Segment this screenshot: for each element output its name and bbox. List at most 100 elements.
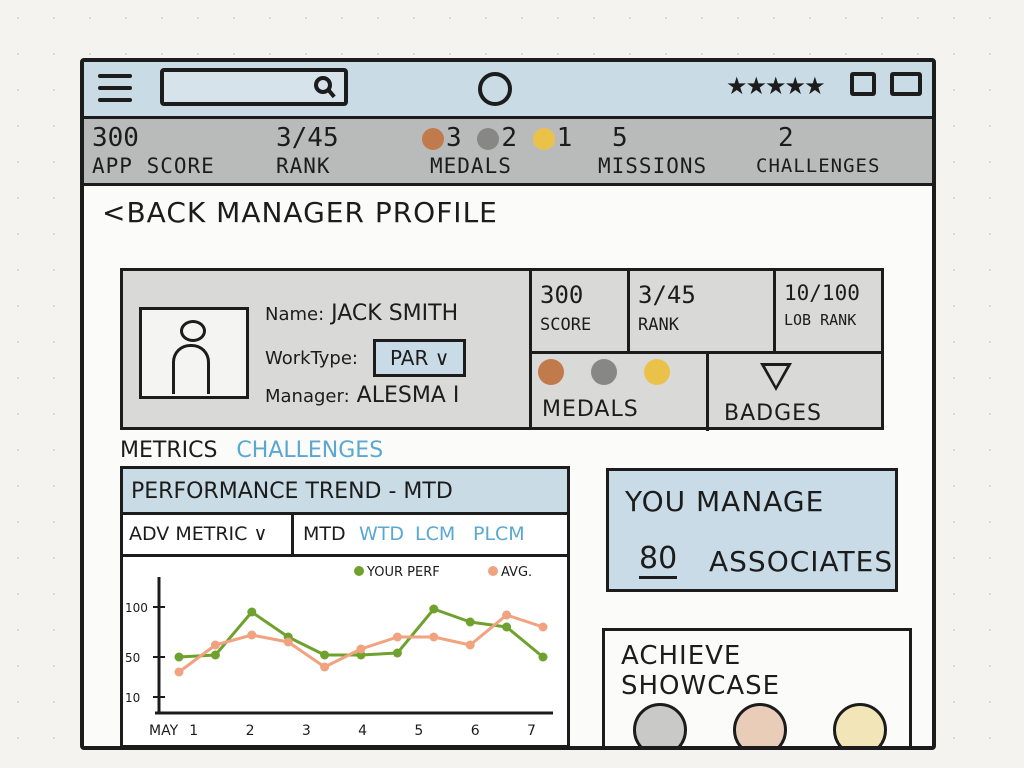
divider [291, 515, 294, 555]
data-point [502, 610, 512, 620]
bronze-medal-icon [422, 127, 444, 150]
search-input[interactable] [172, 72, 316, 102]
name-label: Name: [265, 304, 325, 325]
top-bar: ★★★★★ [84, 62, 932, 119]
profile-manager: ALESMA I [356, 383, 460, 408]
stat-value: 300 [92, 123, 139, 153]
performance-controls: ADV METRIC ∨ MTD WTD LCM PLCM [123, 515, 567, 557]
divider [706, 351, 709, 431]
lob-rank-cell: 10/100 LOB RANK [776, 271, 884, 351]
period-plcm[interactable]: PLCM [473, 523, 525, 545]
medals-row[interactable] [538, 359, 692, 385]
data-point [320, 650, 330, 660]
y-tick-label: 10 [125, 691, 140, 705]
worktype-select[interactable]: PAR ∨ [373, 339, 467, 377]
performance-trend-panel: PERFORMANCE TREND - MTD ADV METRIC ∨ MTD… [120, 466, 570, 746]
profile-manager-row: Manager: ALESMA I [265, 383, 459, 408]
search-icon[interactable] [314, 76, 332, 94]
x-tick-label: 2 [246, 723, 255, 739]
hamburger-menu-icon[interactable] [98, 74, 132, 102]
minimize-window-icon[interactable] [850, 72, 876, 96]
stat-value: 5 [612, 123, 628, 153]
data-point [210, 650, 220, 660]
manage-summary-card: YOU MANAGE 80 ASSOCIATES [606, 468, 898, 592]
data-point [247, 607, 257, 617]
silver-medal-icon [477, 127, 500, 150]
data-point [465, 640, 475, 650]
score-value: 300 [540, 281, 584, 309]
badge-icon[interactable] [760, 363, 792, 391]
data-point [174, 652, 184, 662]
data-point [247, 630, 257, 640]
achievement-icon[interactable] [633, 703, 687, 746]
stat-missions: 5 MISSIONS [598, 123, 707, 179]
stat-label: APP SCORE [92, 154, 215, 178]
bronze-medal-icon [538, 359, 564, 385]
period-wtd[interactable]: WTD [359, 523, 405, 545]
data-point [174, 667, 184, 677]
data-point [538, 622, 548, 632]
data-point [392, 632, 402, 642]
rank-label: RANK [638, 315, 679, 335]
gold-medal-icon [532, 127, 555, 150]
search-box[interactable] [160, 68, 348, 106]
stat-label: CHALLENGES [756, 155, 881, 177]
worktype-label: WorkType: [265, 348, 358, 369]
avatar-body-icon [172, 344, 210, 394]
period-lcm[interactable]: LCM [415, 523, 456, 545]
achievement-icon[interactable] [733, 703, 787, 746]
stats-bar: 300 APP SCORE 3/45 RANK 3 2 1 MEDALS 5 M… [84, 119, 932, 186]
performance-title: PERFORMANCE TREND - MTD [123, 469, 567, 515]
logo-icon [478, 72, 512, 106]
manage-label: YOU MANAGE [625, 485, 825, 518]
stat-rank: 3/45 RANK [276, 123, 339, 179]
avatar-head-icon [180, 320, 206, 342]
gold-medal-icon [644, 359, 671, 385]
x-tick-label: 4 [358, 723, 367, 739]
associates-count[interactable]: 80 [639, 541, 678, 579]
showcase-title: ACHIEVE SHOWCASE [621, 641, 781, 701]
maximize-window-icon[interactable] [890, 72, 922, 96]
avatar [139, 307, 249, 399]
app-window: ★★★★★ 300 APP SCORE 3/45 RANK 3 2 1 MEDA… [80, 58, 936, 750]
medals-label: MEDALS [542, 397, 639, 422]
achievement-icon[interactable] [833, 703, 887, 746]
silver-medal-icon [591, 359, 618, 385]
x-tick-label: 7 [527, 723, 536, 739]
profile-worktype-row: WorkType: PAR ∨ [265, 339, 467, 377]
lob-rank-label: LOB RANK [784, 311, 857, 329]
metric-select[interactable]: ADV METRIC ∨ [129, 523, 268, 545]
associates-label: ASSOCIATES [709, 545, 894, 578]
data-point [429, 604, 439, 614]
x-tick-label: 5 [414, 723, 423, 739]
back-link[interactable]: <BACK [102, 196, 207, 229]
stat-app-score: 300 APP SCORE [92, 123, 215, 179]
lob-rank-value: 10/100 [784, 281, 860, 305]
period-mtd[interactable]: MTD [303, 523, 346, 545]
scores-panel: 300 SCORE 3/45 RANK 10/100 LOB RANK MEDA… [532, 268, 884, 431]
data-point [392, 648, 402, 658]
page-title: MANAGER PROFILE [216, 196, 498, 229]
tab-challenges[interactable]: CHALLENGES [236, 438, 384, 463]
stat-challenges: 2 CHALLENGES [756, 123, 880, 179]
stat-medals: 3 2 1 MEDALS [422, 123, 572, 179]
stat-value: 2 [778, 123, 794, 153]
stat-label: MISSIONS [598, 154, 708, 178]
score-label: SCORE [540, 315, 592, 335]
stat-label: RANK [276, 154, 331, 178]
data-point [538, 652, 548, 662]
x-tick-label: 3 [302, 723, 311, 739]
score-cell: 300 SCORE [532, 271, 630, 351]
stat-label: MEDALS [430, 154, 512, 178]
legend-label: AVG. [501, 565, 532, 580]
breadcrumb: <BACK MANAGER PROFILE [102, 196, 498, 229]
tab-metrics[interactable]: METRICS [120, 438, 218, 463]
legend-label: YOUR PERF [366, 565, 440, 580]
medal-count-gold: 3 [446, 123, 462, 153]
stat-value: 3/45 [276, 123, 339, 153]
x-tick-label: 6 [471, 723, 480, 739]
profile-name-row: Name: JACK SMITH [265, 301, 458, 326]
data-point [356, 644, 366, 654]
y-tick-label: 50 [125, 651, 140, 665]
